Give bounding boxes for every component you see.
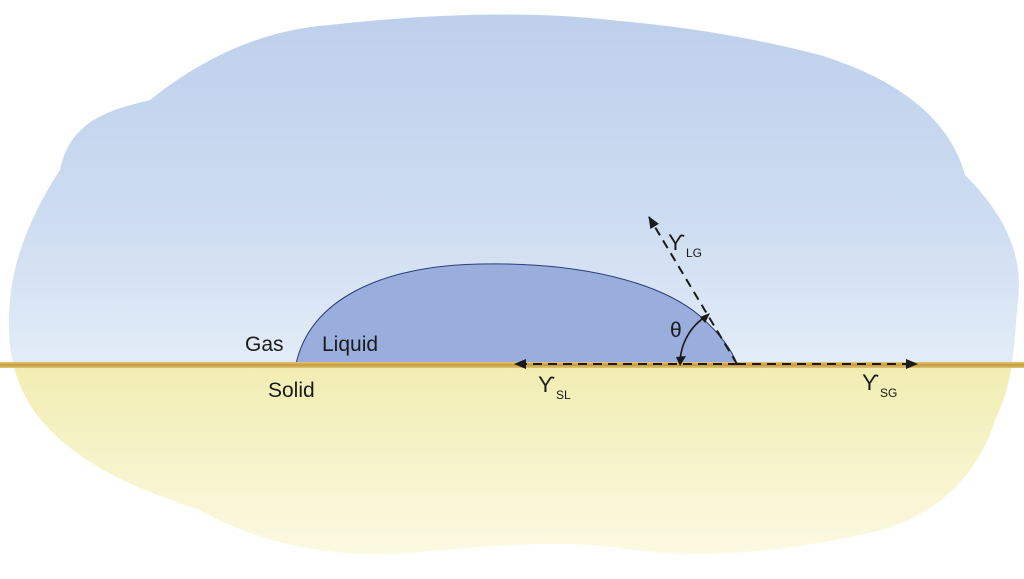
solid-gas-subscript: SG (880, 386, 897, 400)
solid-liquid-subscript: SL (556, 388, 571, 402)
solid-gas-tension-label: ϒSG (862, 370, 897, 400)
solid-label: Solid (268, 379, 315, 402)
theta-label: θ (670, 319, 682, 342)
liquid-gas-gamma-symbol: ϒ (668, 230, 685, 255)
solid-liquid-gamma-symbol: ϒ (538, 372, 555, 397)
solid-gas-gamma-symbol: ϒ (862, 370, 879, 395)
liquid-droplet (295, 263, 738, 365)
contact-angle-arc-arrowhead-top (700, 313, 710, 323)
contact-angle-arc-arrowhead (676, 356, 686, 366)
liquid-label: Liquid (322, 333, 378, 356)
liquid-gas-tension-arrow (648, 216, 738, 365)
solid-surface-line (0, 362, 1024, 368)
solid-region (8, 365, 1019, 555)
solid-liquid-tension-label: ϒSL (538, 372, 571, 402)
liquid-gas-subscript: LG (686, 246, 702, 260)
gas-label: Gas (245, 333, 284, 356)
liquid-gas-tension-label: ϒLG (668, 230, 702, 260)
